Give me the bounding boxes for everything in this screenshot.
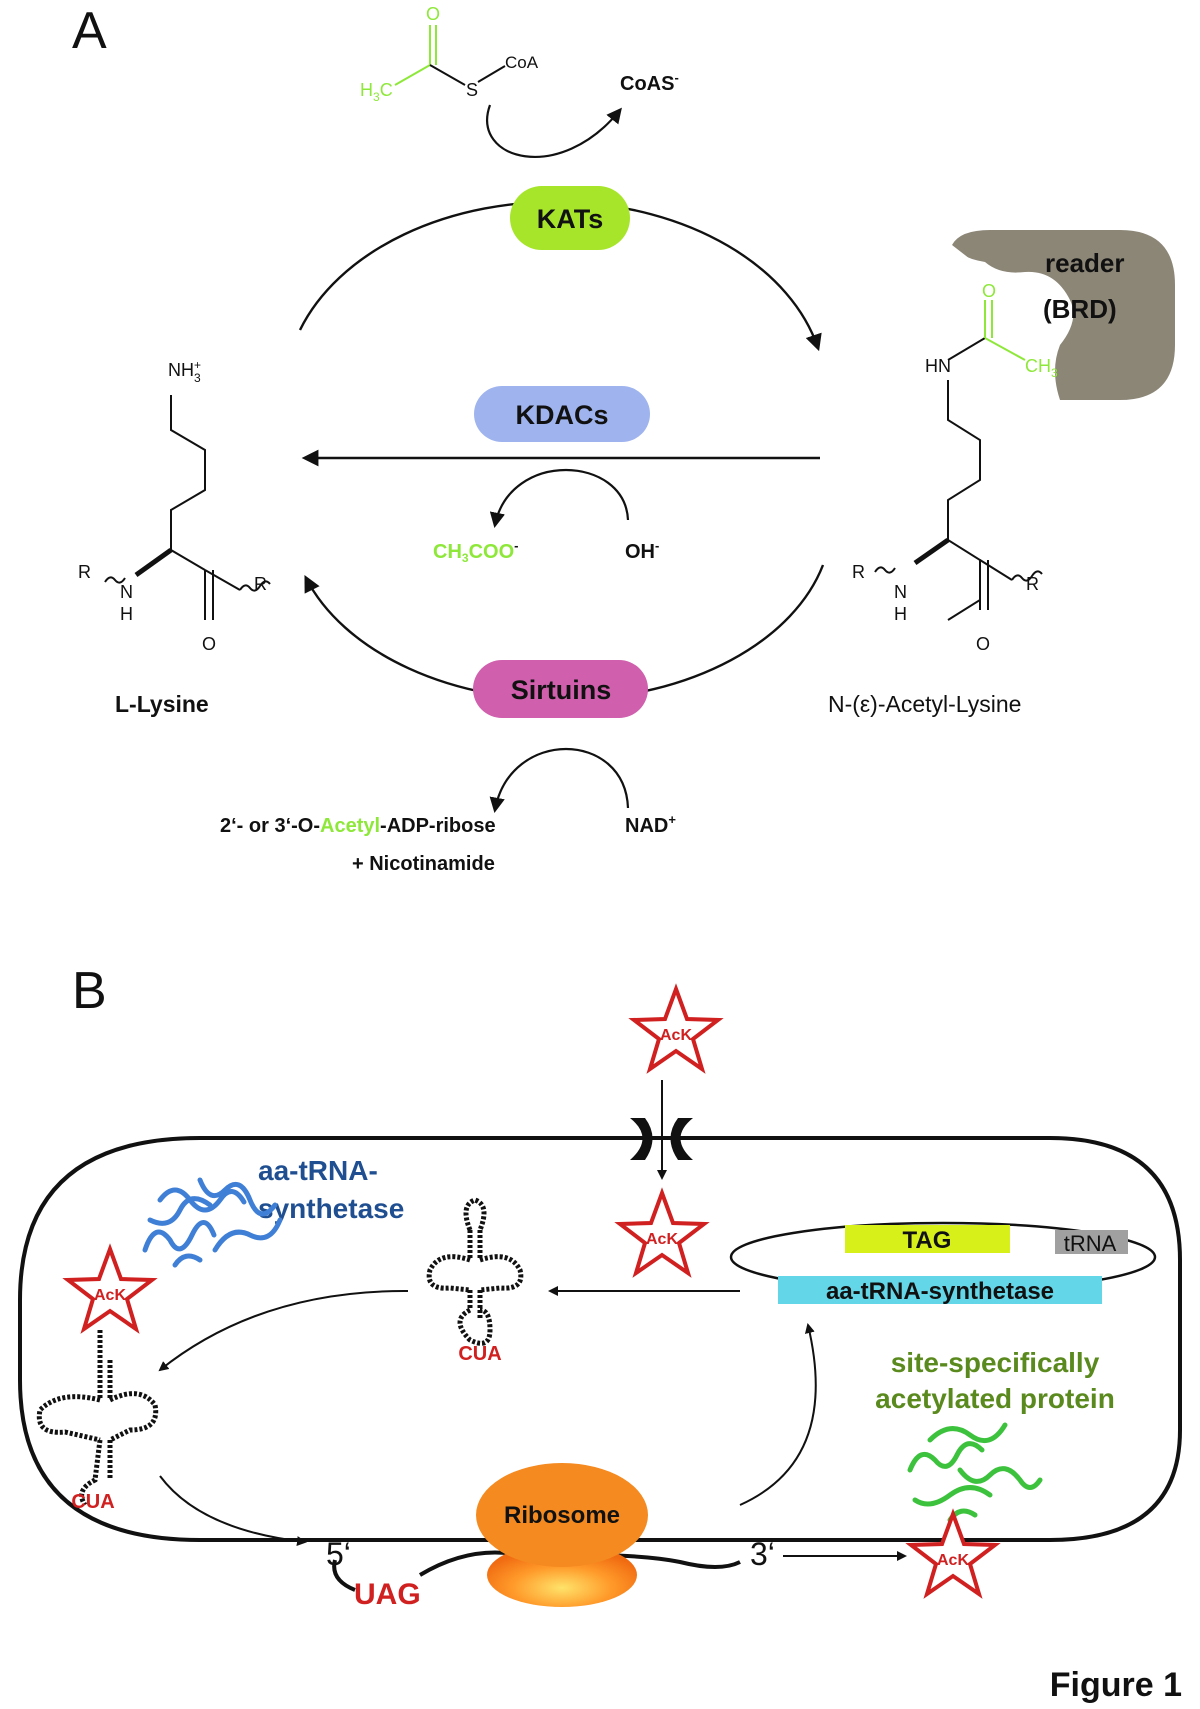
figure-label: Figure 1: [1050, 1666, 1182, 1704]
plasmid-trna-segment: [1055, 1230, 1128, 1254]
acetyl-ch3: CH3: [1025, 356, 1058, 380]
svg-text:S: S: [466, 80, 478, 100]
panel-label-a: A: [72, 2, 107, 60]
trna-uncharged: [426, 1197, 524, 1346]
lysine-r-left: R: [78, 562, 91, 582]
plasmid-tag-label: TAG: [903, 1227, 952, 1254]
synthetase-title-line2: synthetase: [258, 1193, 404, 1224]
lysine-structure: [104, 395, 271, 620]
sirtuins-badge: [473, 660, 648, 718]
lysine-name: L-Lysine: [115, 691, 209, 717]
acetyl-lysine-name: N-(ε)-Acetyl-Lysine: [828, 691, 1021, 717]
kats-label: KATs: [537, 204, 604, 234]
plasmid-trna-label: tRNA: [1064, 1231, 1117, 1256]
panel-label-b: B: [72, 962, 107, 1020]
acetyl-lysine-r-left: R: [852, 562, 865, 582]
lysine-nh3: NH+3: [168, 358, 201, 385]
ribosome-label: Ribosome: [504, 1502, 620, 1529]
mrna-5-prime: 5‘: [326, 1536, 351, 1572]
anticodon-label-1: CUA: [458, 1343, 501, 1365]
acetyl-lysine-o: O: [976, 634, 990, 654]
mrna-3-prime: 3‘: [750, 1536, 775, 1572]
sirtuin-products-line2: + Nicotinamide: [352, 853, 495, 875]
ack-star-product: AcK: [905, 1508, 1001, 1599]
synthetase-title-line1: aa-tRNA-: [258, 1155, 378, 1186]
acetyl-lysine-h: H: [894, 604, 907, 624]
kats-badge: [510, 186, 630, 250]
acetate-label: CH3COO-: [433, 538, 518, 565]
acetyl-lysine-r-right: R: [1026, 574, 1039, 594]
coa-release-arrow: [486, 104, 622, 158]
charging-arrow: [158, 1289, 409, 1372]
svg-text:AcK: AcK: [660, 1027, 692, 1044]
lysine-n: N: [120, 582, 133, 602]
sirtuins-label: Sirtuins: [511, 675, 612, 705]
cell-membrane: [18, 1136, 1182, 1542]
synthetase-protein-structure: [142, 1177, 283, 1268]
ack-star-outside: AcK: [628, 983, 724, 1074]
nad-label: NAD+: [625, 812, 676, 837]
svg-text:O: O: [426, 4, 440, 24]
svg-text:CoA: CoA: [505, 53, 539, 72]
ack-star-cytoplasm: AcK: [614, 1187, 710, 1278]
kdacs-badge: [474, 386, 650, 442]
kdacs-label: KDACs: [515, 400, 608, 430]
ribosome-large-subunit: [476, 1463, 648, 1567]
delivery-arrow: [159, 1475, 307, 1547]
hydroxide-label: OH-: [625, 538, 659, 563]
lysine-o: O: [202, 634, 216, 654]
product-label-line1: site-specifically: [891, 1347, 1100, 1378]
acetyl-coa-structure: O H3C S CoA: [360, 4, 539, 104]
lysine-h: H: [120, 604, 133, 624]
plasmid-tag-segment: [845, 1225, 1010, 1253]
hydrolysis-arrow: [489, 469, 630, 529]
svg-text:AcK: AcK: [937, 1552, 969, 1569]
acetyl-lysine-n: N: [894, 582, 907, 602]
anticodon-label-2: CUA: [71, 1491, 114, 1513]
plasmid-synthetase-segment: [778, 1276, 1102, 1304]
svg-text:H3C: H3C: [360, 80, 393, 104]
acetyl-lysine-backbone: [874, 537, 1043, 610]
coas-label: CoAS-: [620, 70, 679, 95]
reader-pocket: [950, 245, 1010, 294]
product-label-line2: acetylated protein: [875, 1383, 1115, 1414]
plasmid-synthetase-label: aa-tRNA-synthetase: [826, 1278, 1054, 1305]
membrane-channel: [630, 1118, 693, 1160]
ack-star-charged: AcK: [62, 1243, 158, 1334]
lysine-r-right: R: [254, 574, 267, 594]
acetyl-lysine-hn: HN: [925, 356, 951, 376]
svg-text:AcK: AcK: [94, 1287, 126, 1304]
acetyl-o: O: [982, 281, 996, 301]
reader-label-line1: reader: [1045, 248, 1125, 278]
trna-charged: [36, 1330, 159, 1507]
mrna-strand: [332, 1550, 741, 1592]
sirtuin-products-line1: 2‘- or 3‘-O-Acetyl-ADP-ribose: [220, 815, 496, 837]
uag-codon: UAG: [354, 1578, 421, 1611]
reader-label-line2: (BRD): [1043, 294, 1117, 324]
svg-text:AcK: AcK: [646, 1231, 678, 1248]
acetylated-protein-structure: [907, 1422, 1043, 1523]
acetyl-lysine-structure: [947, 300, 1026, 621]
translation-to-synthetase-arrow: [739, 1323, 817, 1506]
reader-brd-shape: [952, 230, 1175, 400]
nad-arrow: [489, 748, 630, 814]
